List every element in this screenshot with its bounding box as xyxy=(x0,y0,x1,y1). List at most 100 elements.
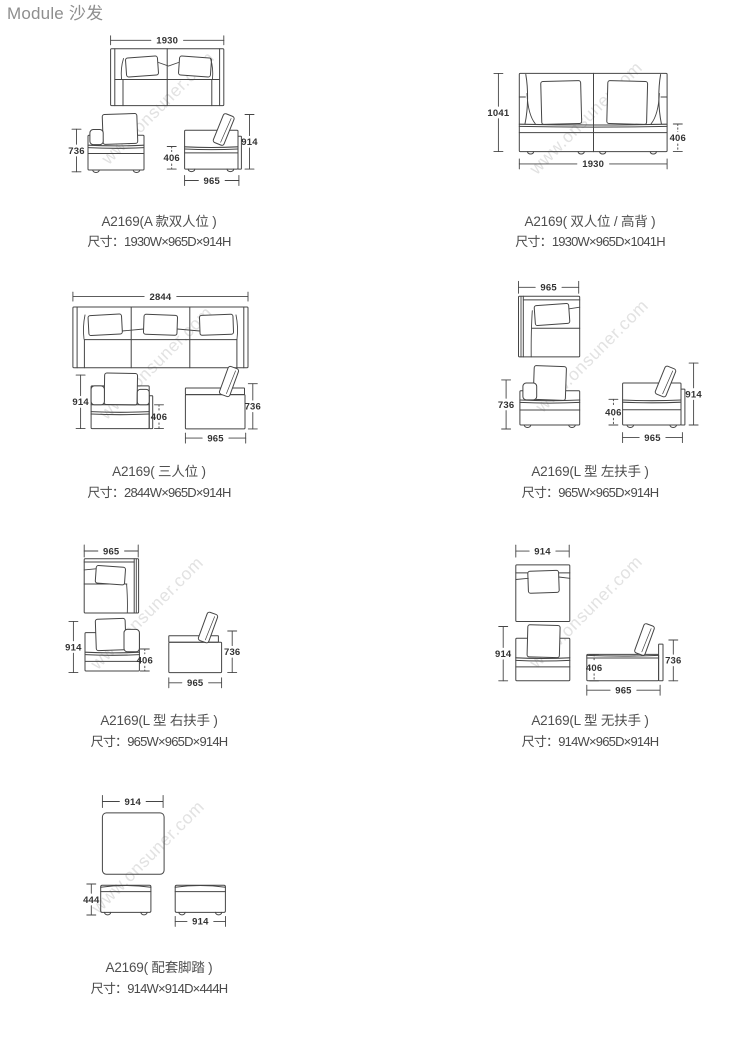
dimension-height: 406 xyxy=(137,648,153,672)
product-spec-l-left-arm: 尺寸：965W×965D×914H xyxy=(521,485,660,501)
dimension-label: 914 xyxy=(241,137,258,148)
side-view-profile xyxy=(184,365,246,430)
side-view-profile xyxy=(168,611,223,674)
product-title-l-right-arm: A2169(L 型 右扶手 ) xyxy=(100,713,218,729)
product-title-ottoman: A2169( 配套脚踏 ) xyxy=(105,960,213,975)
dimension-label: 406 xyxy=(151,412,167,423)
dimension-label: 965 xyxy=(204,176,221,187)
product-spec-ottoman: 尺寸：914W×914D×444H xyxy=(90,980,229,996)
dimension-height: 736 xyxy=(245,383,261,430)
dimension-label: 1041 xyxy=(487,108,509,119)
dimension-width: 965 xyxy=(184,432,247,444)
dimension-width: 914 xyxy=(174,915,226,928)
dimension-label: 406 xyxy=(137,655,153,666)
dimension-label: 965 xyxy=(644,433,661,444)
product-title-a-two-seat: A2169(A 款双人位 ) xyxy=(101,214,217,230)
dimension-label: 965 xyxy=(187,678,204,689)
dimension-label: 406 xyxy=(163,153,179,164)
dimension-width: 965 xyxy=(518,280,580,294)
dimension-height: 914 xyxy=(65,620,82,674)
front-view xyxy=(518,72,668,155)
side-view-arms xyxy=(90,372,154,430)
product-spec-three-seat: 尺寸：2844W×965D×914H xyxy=(87,485,231,501)
dimension-label: 965 xyxy=(540,283,557,294)
dimension-height: 736 xyxy=(224,630,240,674)
dimension-width: 965 xyxy=(184,175,240,187)
dimension-label: 736 xyxy=(224,647,240,658)
dimension-height: 914 xyxy=(685,362,702,426)
dimension-label: 914 xyxy=(125,797,142,808)
dimension-height: 914 xyxy=(495,626,512,682)
dimension-width: 1930 xyxy=(518,158,668,170)
dimension-label: 1930 xyxy=(582,159,604,170)
dimension-label: 1930 xyxy=(156,36,178,47)
product-spec-l-armless: 尺寸：914W×965D×914H xyxy=(521,734,660,750)
front-view xyxy=(72,306,249,369)
dimension-width: 965 xyxy=(168,677,223,689)
dimension-label: 914 xyxy=(685,389,702,400)
watermark: www.onsuner.com xyxy=(87,796,209,918)
dimension-width: 965 xyxy=(83,544,139,558)
dimension-height: 736 xyxy=(498,379,514,430)
side-view-profile xyxy=(586,623,664,682)
dimension-width: 965 xyxy=(586,684,661,697)
dimension-height: 406 xyxy=(605,398,621,426)
dimension-height: 914 xyxy=(241,114,258,170)
dimension-width: 1930 xyxy=(110,35,225,47)
side-view-arm xyxy=(84,617,140,672)
plan-view xyxy=(518,295,581,358)
dimension-label: 965 xyxy=(103,546,120,557)
front-view-armless xyxy=(515,624,571,682)
product-spec-two-seat-highback: 尺寸：1930W×965D×1041H xyxy=(515,234,665,249)
dimension-label: 736 xyxy=(665,656,681,667)
dimension-label: 736 xyxy=(68,146,84,157)
dimension-label: 736 xyxy=(245,402,261,413)
dimension-label: 2844 xyxy=(149,292,171,303)
dimension-width: 2844 xyxy=(72,291,249,303)
dimension-width: 914 xyxy=(515,544,570,558)
dimension-label: 406 xyxy=(586,663,602,674)
product-title-l-left-arm: A2169(L 型 左扶手 ) xyxy=(531,464,649,480)
front-view xyxy=(110,48,225,107)
dimension-height: 914 xyxy=(72,374,89,430)
dimension-label: 914 xyxy=(192,917,209,928)
product-spec-a-two-seat: 尺寸：1930W×965D×914H xyxy=(87,234,231,249)
dimension-label: 406 xyxy=(670,133,686,144)
plan-view xyxy=(83,558,140,614)
dimension-height: 736 xyxy=(665,639,681,682)
dimension-height: 406 xyxy=(670,123,686,153)
dimension-label: 736 xyxy=(498,400,514,411)
product-title-two-seat-highback: A2169( 双人位 / 高背 ) xyxy=(524,214,656,230)
dimension-label: 914 xyxy=(65,642,82,653)
dimension-width: 965 xyxy=(622,432,683,444)
dimension-height: 1041 xyxy=(487,72,510,153)
dimension-label: 914 xyxy=(534,546,551,557)
side-view-armless xyxy=(184,113,242,173)
dimension-height: 444 xyxy=(83,883,100,916)
dimension-label: 914 xyxy=(495,649,512,660)
side-views xyxy=(100,884,226,916)
product-spec-l-right-arm: 尺寸：965W×965D×914H xyxy=(90,734,229,750)
dimension-label: 914 xyxy=(72,397,89,408)
dimension-label: 965 xyxy=(615,686,632,697)
side-view-arm xyxy=(519,365,581,428)
dimension-height: 406 xyxy=(163,146,180,170)
side-view-armless xyxy=(622,365,686,428)
plan-view xyxy=(515,564,571,623)
side-view-arm xyxy=(87,112,145,173)
dimension-height: 406 xyxy=(151,404,167,430)
dimension-label: 444 xyxy=(83,895,100,906)
plan-view xyxy=(101,812,165,875)
product-title-l-armless: A2169(L 型 无扶手 ) xyxy=(531,713,649,729)
dimension-height: 406 xyxy=(586,653,602,682)
dimension-label: 406 xyxy=(605,407,621,418)
page-title: Module 沙发 xyxy=(7,4,104,23)
